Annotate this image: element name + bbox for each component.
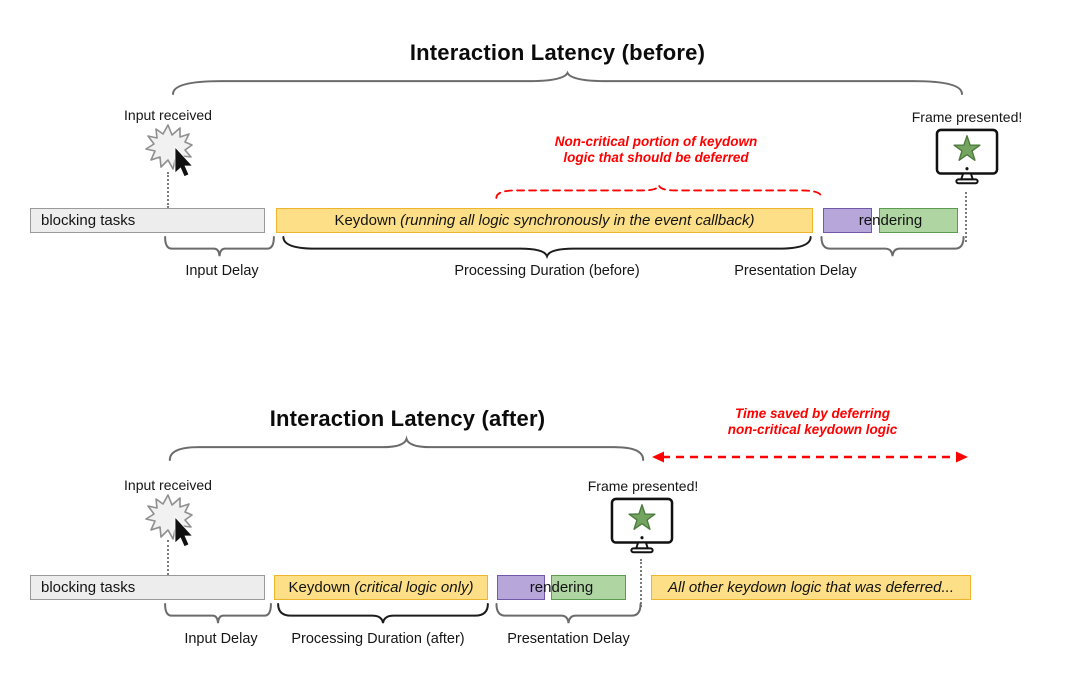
after-annotation: Time saved by deferring non-critical key… xyxy=(660,406,965,438)
deferred-keydown-label: All other keydown logic that was deferre… xyxy=(668,579,954,596)
input-delay-brace-after xyxy=(164,604,272,624)
annotation-line1: Non-critical portion of keydown xyxy=(554,134,758,149)
deferred-keydown-bar: All other keydown logic that was deferre… xyxy=(651,575,971,600)
paint-bar-before xyxy=(823,208,872,233)
keydown-bar-after: Keydown (critical logic only) xyxy=(274,575,488,600)
rendering-label: rendering xyxy=(529,579,594,596)
processing-duration-brace-after xyxy=(276,604,490,624)
keydown-detail-label: (critical logic only) xyxy=(354,579,474,596)
keydown-label: Keydown xyxy=(288,579,351,596)
annotation-line2: non-critical keydown logic xyxy=(727,422,898,437)
processing-duration-brace-before xyxy=(278,237,816,257)
paint-bar-after xyxy=(497,575,545,600)
annotation-line1: Time saved by deferring xyxy=(734,406,891,421)
input-delay-brace-before xyxy=(164,237,275,257)
frame-time-dotted-line xyxy=(640,559,642,607)
rendering-bar-after xyxy=(551,575,626,600)
input-time-dotted-line xyxy=(167,540,169,575)
star-icon xyxy=(628,504,656,530)
star-icon xyxy=(953,135,981,161)
after-title: Interaction Latency (after) xyxy=(269,406,546,431)
after-input-received-label: Input received xyxy=(124,477,212,493)
keydown-detail-label: (running all logic synchronously in the … xyxy=(400,212,755,229)
frame-time-dotted-line xyxy=(965,192,967,242)
blocking-tasks-bar: blocking tasks xyxy=(30,208,265,233)
non-critical-portion-brace xyxy=(493,185,825,198)
time-saved-arrow xyxy=(652,451,968,463)
monitor-icon xyxy=(935,128,999,185)
cursor-icon xyxy=(174,515,194,548)
input-time-dotted-line xyxy=(167,172,169,208)
presentation-delay-label-after: Presentation Delay xyxy=(507,631,630,647)
interaction-latency-brace-after xyxy=(165,438,648,460)
rendering-bar-before xyxy=(879,208,958,233)
blocking-tasks-bar: blocking tasks xyxy=(30,575,265,600)
presentation-delay-brace-after xyxy=(495,604,642,624)
monitor-icon xyxy=(610,497,674,554)
rendering-label: rendering xyxy=(858,212,923,229)
keydown-label: Keydown xyxy=(334,212,397,229)
input-delay-label-after: Input Delay xyxy=(184,631,258,647)
input-click-icon xyxy=(145,494,194,548)
before-annotation: Non-critical portion of keydown logic th… xyxy=(486,134,826,166)
before-frame-presented-label: Frame presented! xyxy=(911,109,1023,125)
input-delay-label-before: Input Delay xyxy=(185,263,259,279)
after-frame-presented-label: Frame presented! xyxy=(587,478,699,494)
presentation-delay-label-before: Presentation Delay xyxy=(734,263,857,279)
blocking-tasks-label: blocking tasks xyxy=(41,212,136,229)
annotation-line2: logic that should be deferred xyxy=(563,150,749,165)
before-input-received-label: Input received xyxy=(124,107,212,123)
processing-duration-label-before: Processing Duration (before) xyxy=(454,263,640,279)
processing-duration-label-after: Processing Duration (after) xyxy=(291,631,465,647)
interaction-latency-brace-before xyxy=(165,72,970,94)
before-title: Interaction Latency (before) xyxy=(409,40,706,65)
blocking-tasks-label: blocking tasks xyxy=(41,579,136,596)
cursor-icon xyxy=(174,145,194,178)
keydown-bar-before: Keydown (running all logic synchronously… xyxy=(276,208,813,233)
input-click-icon xyxy=(145,124,194,178)
presentation-delay-brace-before xyxy=(820,237,965,257)
